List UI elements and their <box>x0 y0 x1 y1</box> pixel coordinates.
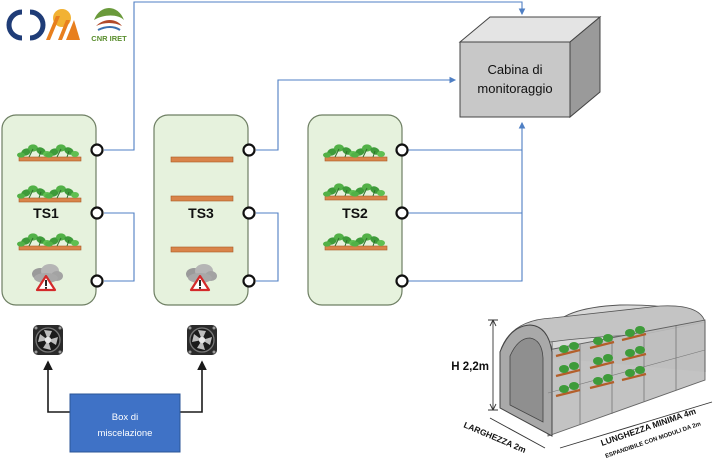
shelf <box>170 156 234 163</box>
fan-icon <box>32 324 64 356</box>
shelf <box>322 232 388 251</box>
cnr-logo <box>6 9 46 41</box>
shelf <box>170 195 234 202</box>
sensor-port <box>395 143 409 288</box>
cnr-iret-logo: CNR IRET <box>91 8 127 43</box>
greenhouse-tunnel: H 2,2m LARGHEZZA 2m LUNGHEZZA MINIMA 4m … <box>451 304 713 460</box>
cnr-iret-text: CNR IRET <box>91 34 127 43</box>
iia-logo <box>46 9 80 40</box>
height-label: H 2,2m <box>451 361 489 373</box>
gas-flow-lines <box>43 360 207 413</box>
chamber-ts3: TS3 <box>153 114 256 306</box>
shelf <box>16 143 82 162</box>
sensor-port <box>90 143 104 288</box>
sensor-wiring <box>104 1 526 282</box>
chamber-label: TS1 <box>33 205 59 221</box>
shelf <box>322 143 388 162</box>
monitoring-cabin: Cabina di monitoraggio <box>458 15 602 119</box>
cabin-label-line1: Cabina di <box>488 62 543 77</box>
sensor-port <box>242 143 256 288</box>
mixing-box: Box di miscelazione <box>69 393 181 453</box>
chamber-ts2: TS2 <box>307 114 409 306</box>
fan-icon <box>186 324 218 356</box>
shelf <box>322 182 388 201</box>
shelf <box>16 184 82 203</box>
length-dimension <box>559 401 713 449</box>
chamber-label: TS3 <box>188 205 214 221</box>
greenhouse-shelves <box>555 326 647 398</box>
width-label: LARGHEZZA 2m <box>462 420 528 455</box>
chamber-ts1: TS1 <box>1 114 104 306</box>
shelf <box>16 232 82 251</box>
mixing-box-label-line1: Box di <box>112 412 138 423</box>
width-dimension <box>489 417 546 449</box>
mixing-box-label-line2: miscelazione <box>98 428 153 439</box>
shelf <box>170 246 234 253</box>
chamber-label: TS2 <box>342 205 368 221</box>
cabin-label-line2: monitoraggio <box>477 81 552 96</box>
height-dimension <box>488 319 498 411</box>
